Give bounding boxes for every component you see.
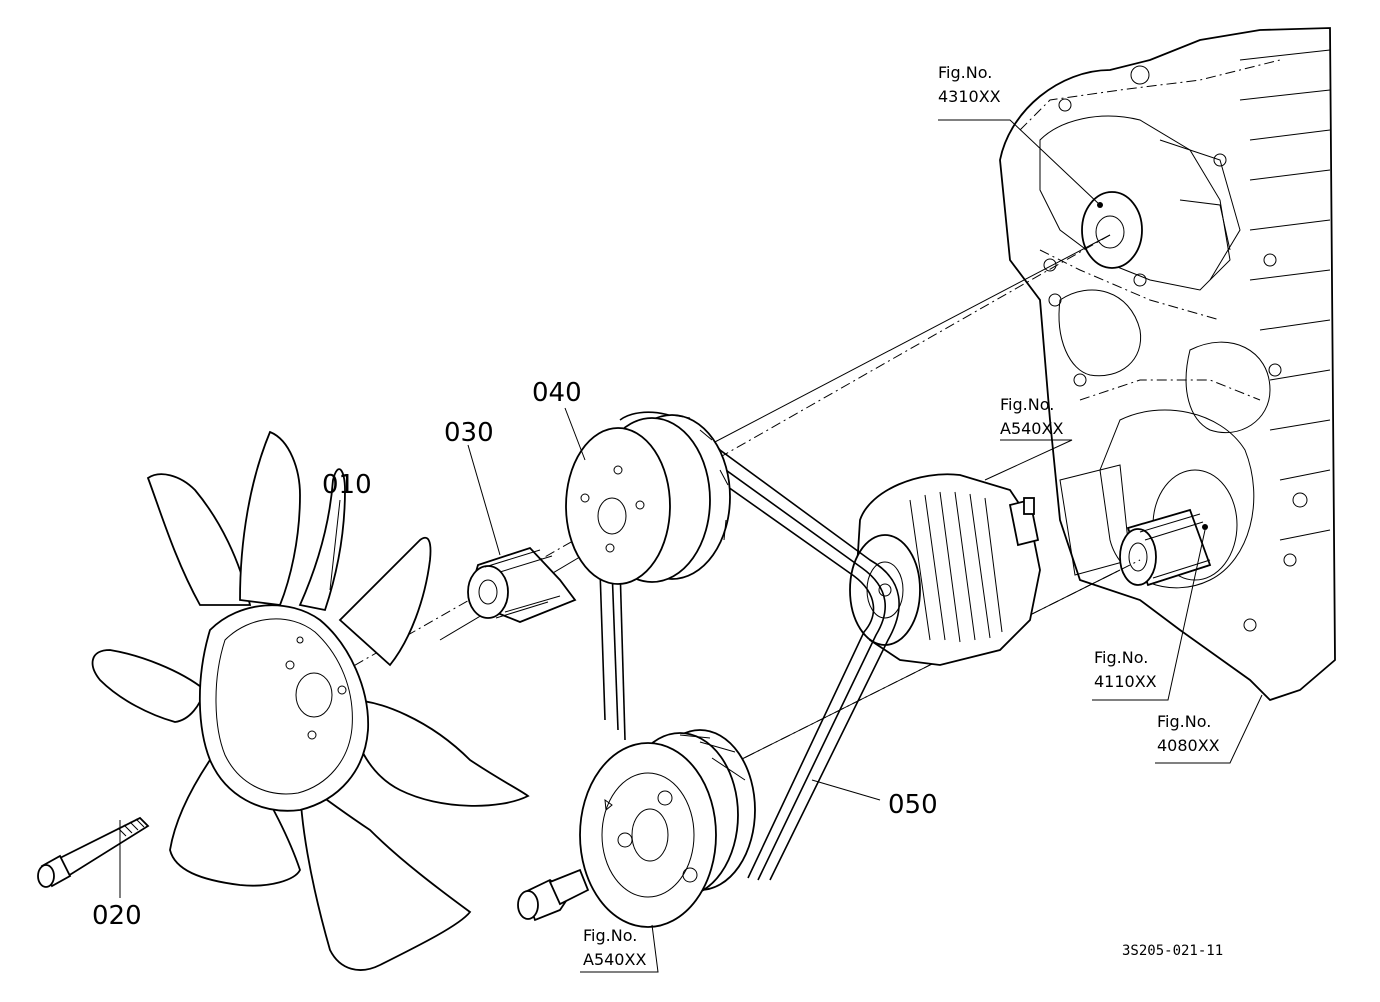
engine-block <box>999 27 1336 702</box>
label-fan: 010 <box>322 470 372 500</box>
label-belt: 050 <box>888 790 938 820</box>
water-pump-hub <box>1081 191 1143 269</box>
fig-ref-4310: Fig.No. 4310XX <box>938 63 1001 106</box>
fan-spacer <box>467 546 577 623</box>
fig-ref-a540-top: Fig.No. A540XX <box>1000 395 1063 438</box>
leader-lines <box>119 119 1263 973</box>
fig-ref-4310-code: 4310XX <box>938 87 1001 106</box>
water-pump-pulley <box>565 414 731 585</box>
cooling-fan <box>91 430 530 971</box>
label-bolt: 020 <box>92 901 142 931</box>
fig-ref-a540-top-code: A540XX <box>1000 419 1063 438</box>
engine-bolt-heads <box>1043 65 1308 632</box>
label-spacer: 030 <box>444 418 494 448</box>
crankshaft-pulley <box>579 729 756 928</box>
fan-bolt <box>37 816 150 888</box>
alternator <box>849 473 1041 666</box>
label-pulley: 040 <box>532 378 582 408</box>
fig-ref-a540-bottom: Fig.No. A540XX <box>583 926 646 969</box>
fig-ref-a540-top-title: Fig.No. <box>1000 395 1054 414</box>
fig-ref-4310-title: Fig.No. <box>938 63 992 82</box>
fig-ref-4080-code: 4080XX <box>1157 736 1220 755</box>
fig-ref-a540-bottom-title: Fig.No. <box>583 926 637 945</box>
pulley-bolt <box>517 868 590 922</box>
fig-ref-4110-title: Fig.No. <box>1094 648 1148 667</box>
fig-ref-4080-title: Fig.No. <box>1157 712 1211 731</box>
fig-ref-4110-code: 4110XX <box>1094 672 1157 691</box>
drawing-code: 3S205-021-11 <box>1122 943 1223 959</box>
fig-ref-4110: Fig.No. 4110XX <box>1094 648 1157 691</box>
crankshaft-spline <box>1119 508 1212 587</box>
fig-ref-4080: Fig.No. 4080XX <box>1157 712 1220 755</box>
fig-ref-a540-bottom-code: A540XX <box>583 950 646 969</box>
